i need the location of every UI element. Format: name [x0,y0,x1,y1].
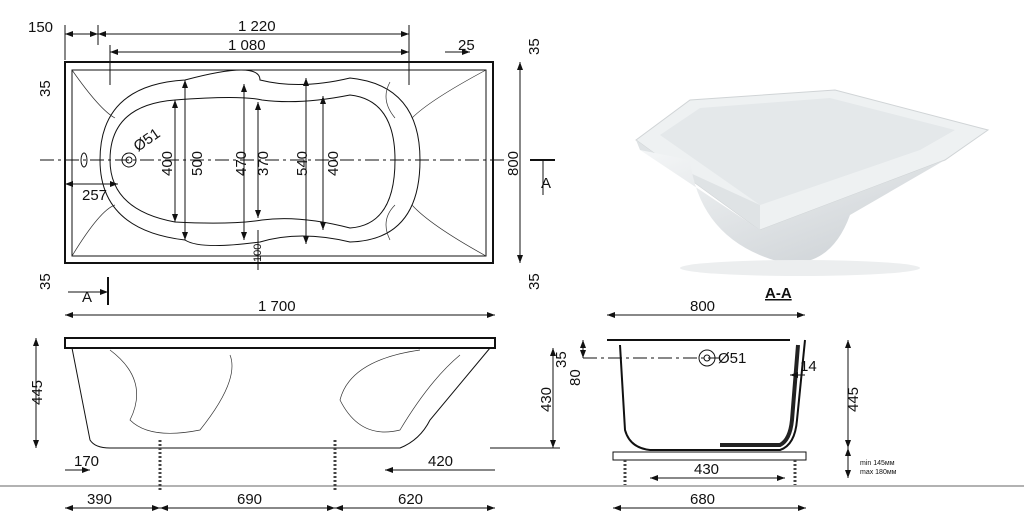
leg-height-max: max 180мм [860,469,897,476]
drain-diameter-section: Ø51 [718,350,746,367]
dim-1220: 1 220 [238,18,276,35]
dim-540: 540 [294,151,311,176]
dim-430-section: 430 [694,461,719,478]
dim-370: 370 [255,151,272,176]
dim-35-top-left: 35 [37,80,54,97]
dim-35-bottom-right: 35 [526,273,543,290]
dim-100: 100 [252,244,264,262]
dim-80: 80 [567,369,584,386]
dim-257: 257 [82,187,107,204]
dim-14: 14 [800,358,817,375]
dim-1080: 1 080 [228,37,266,54]
dim-500: 500 [189,151,206,176]
dim-690: 690 [237,491,262,508]
leg-height-min: min 145мм [860,460,895,467]
dim-445-side: 445 [29,380,46,405]
dim-400-left: 400 [159,151,176,176]
dim-470: 470 [233,151,250,176]
dim-800: 800 [505,151,522,176]
top-view: 150 1 220 1 080 25 35 35 35 35 800 400 5… [28,18,555,306]
dim-390: 390 [87,491,112,508]
dim-35-bottom-left: 35 [37,273,54,290]
dim-620: 620 [398,491,423,508]
dim-1700: 1 700 [258,298,296,315]
section-mark-right: A [541,175,551,192]
dim-800-section: 800 [690,298,715,315]
dim-170: 170 [74,453,99,470]
dim-445-section: 445 [845,387,862,412]
dim-400-right: 400 [325,151,342,176]
section-view: 800 A-A 80 Ø51 14 445 430 680 min 145мм … [567,285,897,511]
drain-diameter: Ø51 [131,125,164,155]
dim-680: 680 [690,491,715,508]
section-title: A-A [765,285,792,302]
dim-420: 420 [428,453,453,470]
dim-150: 150 [28,19,53,36]
side-view: 1 700 445 430 35 170 420 390 690 620 [0,298,1024,511]
dim-430-side: 430 [538,387,555,412]
section-mark-left: A [82,289,92,306]
bathtub-photo [635,89,990,276]
dim-35-top-right: 35 [526,38,543,55]
dim-35-side: 35 [553,351,570,368]
dim-25: 25 [458,37,475,54]
